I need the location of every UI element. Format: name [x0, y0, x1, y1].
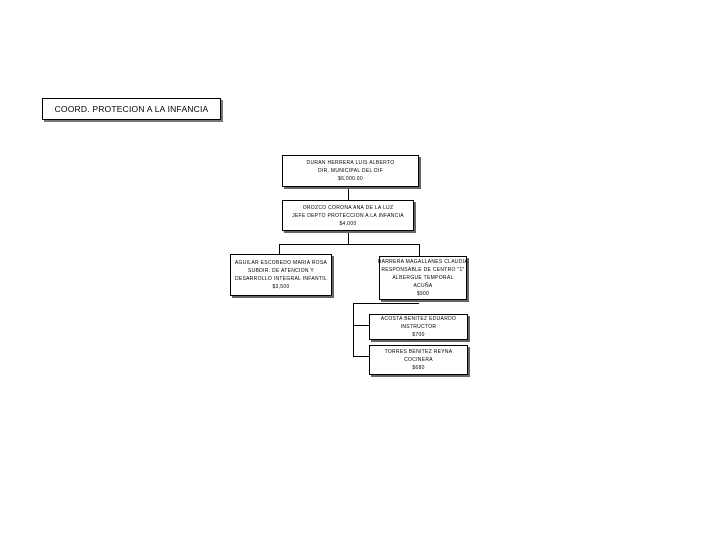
org-node-cocinera: TORRES BENITEZ REYNA COCINERA $680 — [369, 345, 468, 375]
node-salary: $6,000.00 — [338, 176, 363, 182]
node-name: OROZCO CORONA ANA DE LA LUZ — [302, 204, 394, 211]
node-position: DIR. MUNICIPAL DEL DIF — [317, 168, 384, 174]
node-position-cont: ALBERGUE TEMPORAL — [392, 275, 454, 281]
org-node-instructor: ACOSTA BENITEZ EDUARDO INSTRUCTOR $700 — [369, 314, 468, 340]
connector-branch-horizontal — [279, 244, 419, 245]
connector-n2-down — [348, 230, 349, 244]
node-position: INSTRUCTOR — [400, 324, 437, 330]
node-position: COCINERA — [404, 357, 433, 363]
connector-n1-n2 — [348, 186, 349, 200]
org-node-jefe-depto: OROZCO CORONA ANA DE LA LUZ JEFE DEPTO P… — [282, 200, 414, 231]
org-node-subdirector: AGUILAR ESCOBEDO MARIA ROSA SUBDIR. DE A… — [230, 254, 332, 296]
node-position: RESPONSABLE DE CENTRO "1" — [381, 267, 465, 273]
connector-n4-subordinates-vertical — [353, 303, 354, 356]
node-position-cont: DESARROLLO INTEGRAL INFANTIL — [234, 276, 328, 282]
node-position: JEFE DEPTO PROTECCION A LA INFANCIA — [292, 212, 404, 219]
connector-n4-subordinates-top — [353, 303, 419, 304]
node-name: AGUILAR ESCOBEDO MARIA ROSA — [234, 260, 328, 266]
node-salary: $700 — [412, 332, 425, 338]
node-location: ACUÑA — [413, 283, 433, 289]
node-name: DURAN HERRERA LUIS ALBERTO — [306, 160, 395, 166]
org-node-responsable-centro: BARRERA MAGALLANES CLAUDIA RESPONSABLE D… — [377, 256, 469, 300]
connector-to-n5 — [353, 325, 369, 326]
node-salary: $900 — [416, 291, 430, 297]
org-node-director-dif: DURAN HERRERA LUIS ALBERTO DIR. MUNICIPA… — [282, 155, 419, 187]
node-position: SUBDIR. DE ATENCION Y — [247, 268, 315, 274]
node-salary: $3,500 — [272, 284, 290, 290]
org-chart-title: COORD. PROTECION A LA INFANCIA — [42, 98, 221, 120]
connector-to-n6 — [353, 356, 369, 357]
node-salary: $680 — [412, 365, 425, 371]
node-name: TORRES BENITEZ REYNA — [384, 349, 453, 355]
node-name: ACOSTA BENITEZ EDUARDO — [380, 316, 457, 322]
connector-to-n3 — [279, 244, 280, 254]
node-salary: $4,000 — [339, 220, 357, 227]
node-name: BARRERA MAGALLANES CLAUDIA — [377, 259, 469, 265]
connector-to-n4 — [419, 244, 420, 256]
